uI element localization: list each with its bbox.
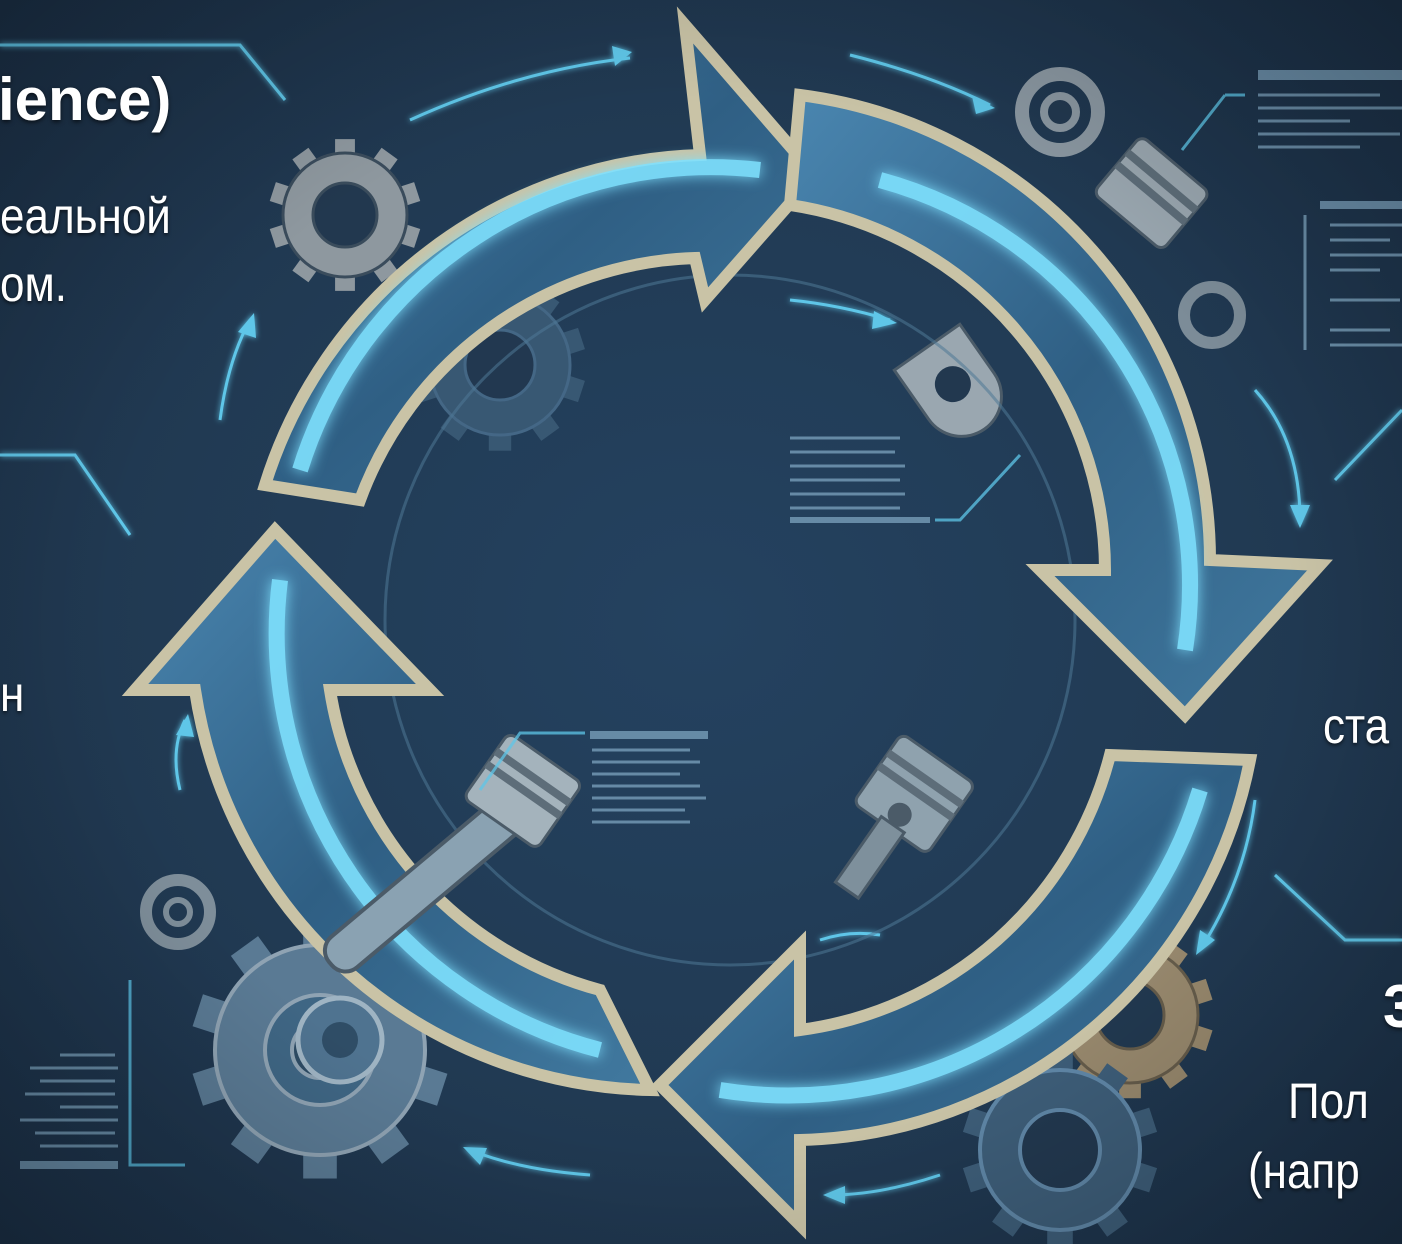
bottom-right-line2: (напр: [1248, 1145, 1360, 1198]
top-left-line2: ом.: [0, 258, 67, 311]
left-mid-fragment: н: [0, 668, 24, 721]
bottom-right-heading: 3: [1383, 975, 1402, 1038]
top-left-heading: ience): [0, 68, 171, 131]
bottom-right-line1: Пол: [1288, 1075, 1369, 1128]
right-mid-fragment: ста: [1323, 700, 1389, 753]
top-left-line1: еальной: [0, 190, 171, 243]
